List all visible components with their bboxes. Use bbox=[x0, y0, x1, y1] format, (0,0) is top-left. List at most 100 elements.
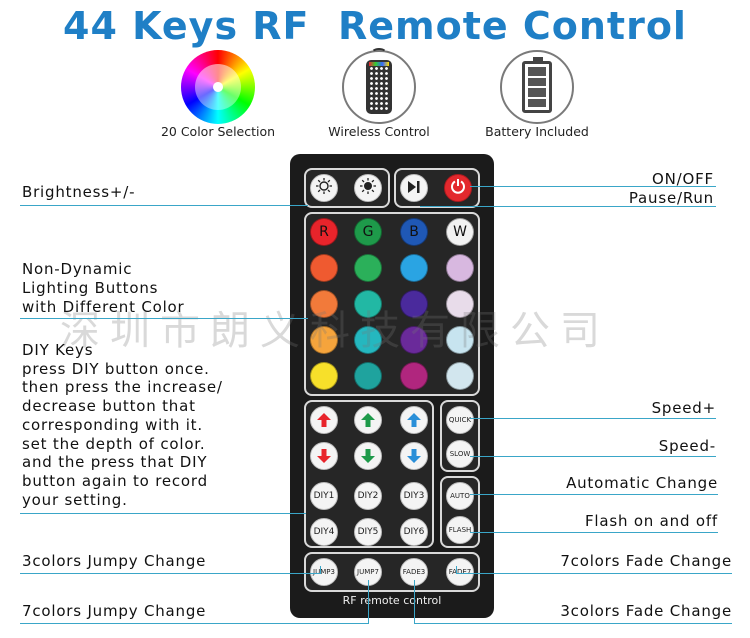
arrow-up-icon bbox=[361, 413, 375, 427]
pointer-line bbox=[470, 494, 718, 495]
quick-button[interactable]: QUICK bbox=[446, 406, 474, 434]
color-button-label: R bbox=[319, 224, 329, 240]
diy-label: DIY5 bbox=[357, 527, 379, 537]
battery-icon bbox=[500, 50, 574, 124]
power-icon bbox=[450, 178, 466, 198]
diy5-button[interactable]: DIY5 bbox=[354, 518, 382, 546]
diy2-button[interactable]: DIY2 bbox=[354, 482, 382, 510]
color-button[interactable]: W bbox=[446, 218, 474, 246]
green-down-button[interactable] bbox=[354, 442, 382, 470]
color-button[interactable] bbox=[354, 362, 382, 390]
remote-caption: RF remote control bbox=[342, 594, 442, 607]
diy4-button[interactable]: DIY4 bbox=[310, 518, 338, 546]
label-speed-up: Speed+ bbox=[651, 399, 716, 417]
color-button[interactable] bbox=[310, 254, 338, 282]
color-button[interactable] bbox=[446, 362, 474, 390]
pointer-line bbox=[368, 580, 369, 624]
label-diy-line: button again to record bbox=[22, 471, 208, 490]
feature-battery: Battery Included bbox=[470, 50, 604, 139]
play-pause-icon bbox=[406, 179, 422, 198]
color-button[interactable] bbox=[446, 254, 474, 282]
color-button[interactable]: R bbox=[310, 218, 338, 246]
color-button[interactable] bbox=[400, 254, 428, 282]
color-button[interactable] bbox=[400, 326, 428, 354]
color-button[interactable] bbox=[400, 290, 428, 318]
color-button[interactable] bbox=[354, 290, 382, 318]
color-button[interactable] bbox=[310, 326, 338, 354]
fade7-button[interactable]: FADE7 bbox=[446, 558, 474, 586]
color-button[interactable]: G bbox=[354, 218, 382, 246]
pointer-line bbox=[20, 623, 368, 624]
pointer-line bbox=[456, 566, 457, 574]
blue-down-button[interactable] bbox=[400, 442, 428, 470]
color-button[interactable] bbox=[310, 290, 338, 318]
pointer-line bbox=[470, 532, 718, 533]
feature-caption: Wireless Control bbox=[328, 124, 430, 139]
pointer-line bbox=[470, 186, 716, 187]
diy-label: DIY1 bbox=[313, 491, 335, 501]
power-panel bbox=[394, 168, 480, 208]
play-pause-button[interactable] bbox=[400, 174, 428, 202]
diy-label: DIY3 bbox=[403, 491, 425, 501]
flash-button[interactable]: FLASH bbox=[446, 516, 474, 544]
label-jump3: 3colors Jumpy Change bbox=[22, 552, 207, 570]
label-brightness: Brightness+/- bbox=[22, 183, 136, 201]
arrow-up-icon bbox=[407, 413, 421, 427]
label-pause: Pause/Run bbox=[628, 189, 714, 207]
jump3-button[interactable]: JUMP3 bbox=[310, 558, 338, 586]
label-auto: Automatic Change bbox=[566, 474, 718, 492]
feature-color-selection: 20 Color Selection bbox=[150, 50, 286, 139]
pointer-line bbox=[320, 566, 321, 574]
label-diy-line: and the press that DIY bbox=[22, 453, 208, 472]
arrow-down-icon bbox=[361, 449, 375, 463]
page-title: 44 Keys RF Remote Control bbox=[63, 4, 687, 48]
green-up-button[interactable] bbox=[354, 406, 382, 434]
pointer-line bbox=[470, 418, 716, 419]
brightness-down-icon bbox=[315, 177, 333, 199]
color-button[interactable] bbox=[446, 326, 474, 354]
color-button-label: B bbox=[409, 224, 419, 240]
color-button[interactable] bbox=[354, 254, 382, 282]
color-button[interactable] bbox=[310, 362, 338, 390]
color-button[interactable] bbox=[400, 362, 428, 390]
slow-button[interactable]: SLOW bbox=[446, 440, 474, 468]
color-button[interactable] bbox=[354, 326, 382, 354]
red-up-button[interactable] bbox=[310, 406, 338, 434]
diy3-button[interactable]: DIY3 bbox=[400, 482, 428, 510]
remote-wireless-icon bbox=[342, 48, 416, 124]
label-diy-line: your setting. bbox=[22, 490, 128, 509]
feature-caption: Battery Included bbox=[485, 124, 589, 139]
pointer-line bbox=[470, 456, 716, 457]
pointer-line bbox=[20, 318, 308, 319]
diy-label: DIY4 bbox=[313, 527, 335, 537]
pointer-line bbox=[414, 580, 415, 624]
diy-label: DIY6 bbox=[403, 527, 425, 537]
label-diy-line: then press the increase/ bbox=[22, 378, 223, 397]
diy6-button[interactable]: DIY6 bbox=[400, 518, 428, 546]
label-diy-line: press DIY button once. bbox=[22, 359, 210, 378]
brightness-down-button[interactable] bbox=[310, 174, 338, 202]
diy-label: DIY2 bbox=[357, 491, 379, 501]
label-diy-line: decrease button that bbox=[22, 397, 196, 416]
label-non-dynamic-1: Non-Dynamic bbox=[22, 260, 133, 278]
arrow-down-icon bbox=[317, 449, 331, 463]
pointer-line bbox=[20, 573, 320, 574]
jump-fade-panel: JUMP3 JUMP7 FADE3 FADE7 bbox=[304, 552, 480, 592]
blue-up-button[interactable] bbox=[400, 406, 428, 434]
mode-panel: AUTO FLASH bbox=[440, 476, 480, 548]
feature-caption: 20 Color Selection bbox=[160, 124, 276, 139]
red-down-button[interactable] bbox=[310, 442, 338, 470]
auto-button[interactable]: AUTO bbox=[446, 482, 474, 510]
power-button[interactable] bbox=[444, 174, 472, 202]
brightness-up-button[interactable] bbox=[354, 174, 382, 202]
color-button[interactable] bbox=[446, 290, 474, 318]
diy1-button[interactable]: DIY1 bbox=[310, 482, 338, 510]
brightness-panel bbox=[304, 168, 390, 208]
pointer-line bbox=[20, 513, 306, 514]
label-jump7: 7colors Jumpy Change bbox=[22, 602, 207, 620]
arrow-up-icon bbox=[317, 413, 331, 427]
color-button[interactable]: B bbox=[400, 218, 428, 246]
